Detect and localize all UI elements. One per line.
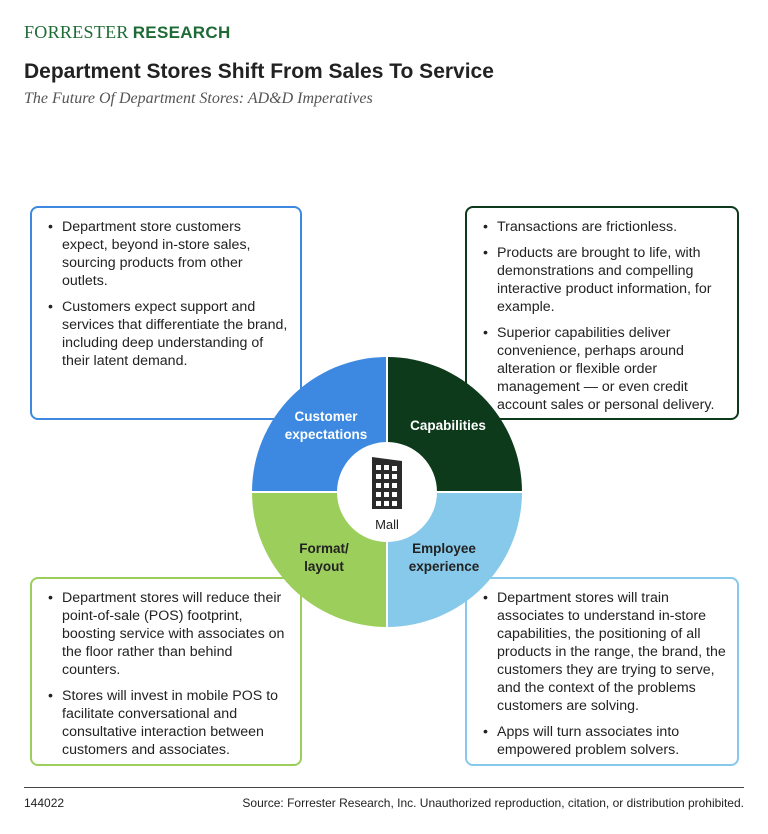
footer-divider [24,787,744,788]
list-item: Transactions are frictionless. [483,218,727,236]
format-layout-label-line1: Format/ [299,541,349,556]
list-item: Department store customers expect, beyon… [48,218,288,290]
format-layout-box: Department stores will reduce their poin… [30,577,302,766]
customer-expectations-label-line2: expectations [285,427,368,442]
mall-label: Mall [375,517,399,532]
list-item: Superior capabilities deliver convenienc… [483,324,727,414]
page-subtitle: The Future Of Department Stores: AD&D Im… [24,90,373,107]
employee-experience-label-line2: experience [409,559,480,574]
logo-forrester: FORRESTER [24,22,129,42]
building-icon [372,457,402,509]
mall-wheel: Mall Customer expectations Capabilities … [252,357,522,627]
list-item: Stores will invest in mobile POS to faci… [48,687,290,759]
capabilities-label: Capabilities [410,418,486,433]
capabilities-box: Transactions are frictionless. Products … [465,206,739,420]
customer-expectations-box: Department store customers expect, beyon… [30,206,302,420]
customer-expectations-label-line1: Customer [294,409,358,424]
employee-experience-box: Department stores will train associates … [465,577,739,766]
logo-research: RESEARCH [132,23,231,42]
source-note: Source: Forrester Research, Inc. Unautho… [242,796,744,810]
figure-id: 144022 [24,796,65,810]
list-item: Customers expect support and services th… [48,298,288,370]
list-item: Products are brought to life, with demon… [483,244,727,316]
list-item: Department stores will train associates … [483,589,727,715]
page-title: Department Stores Shift From Sales To Se… [24,60,494,83]
list-item: Apps will turn associates into empowered… [483,723,727,759]
list-item: Department stores will reduce their poin… [48,589,290,679]
format-layout-label-line2: layout [304,559,344,574]
employee-experience-label-line1: Employee [412,541,476,556]
